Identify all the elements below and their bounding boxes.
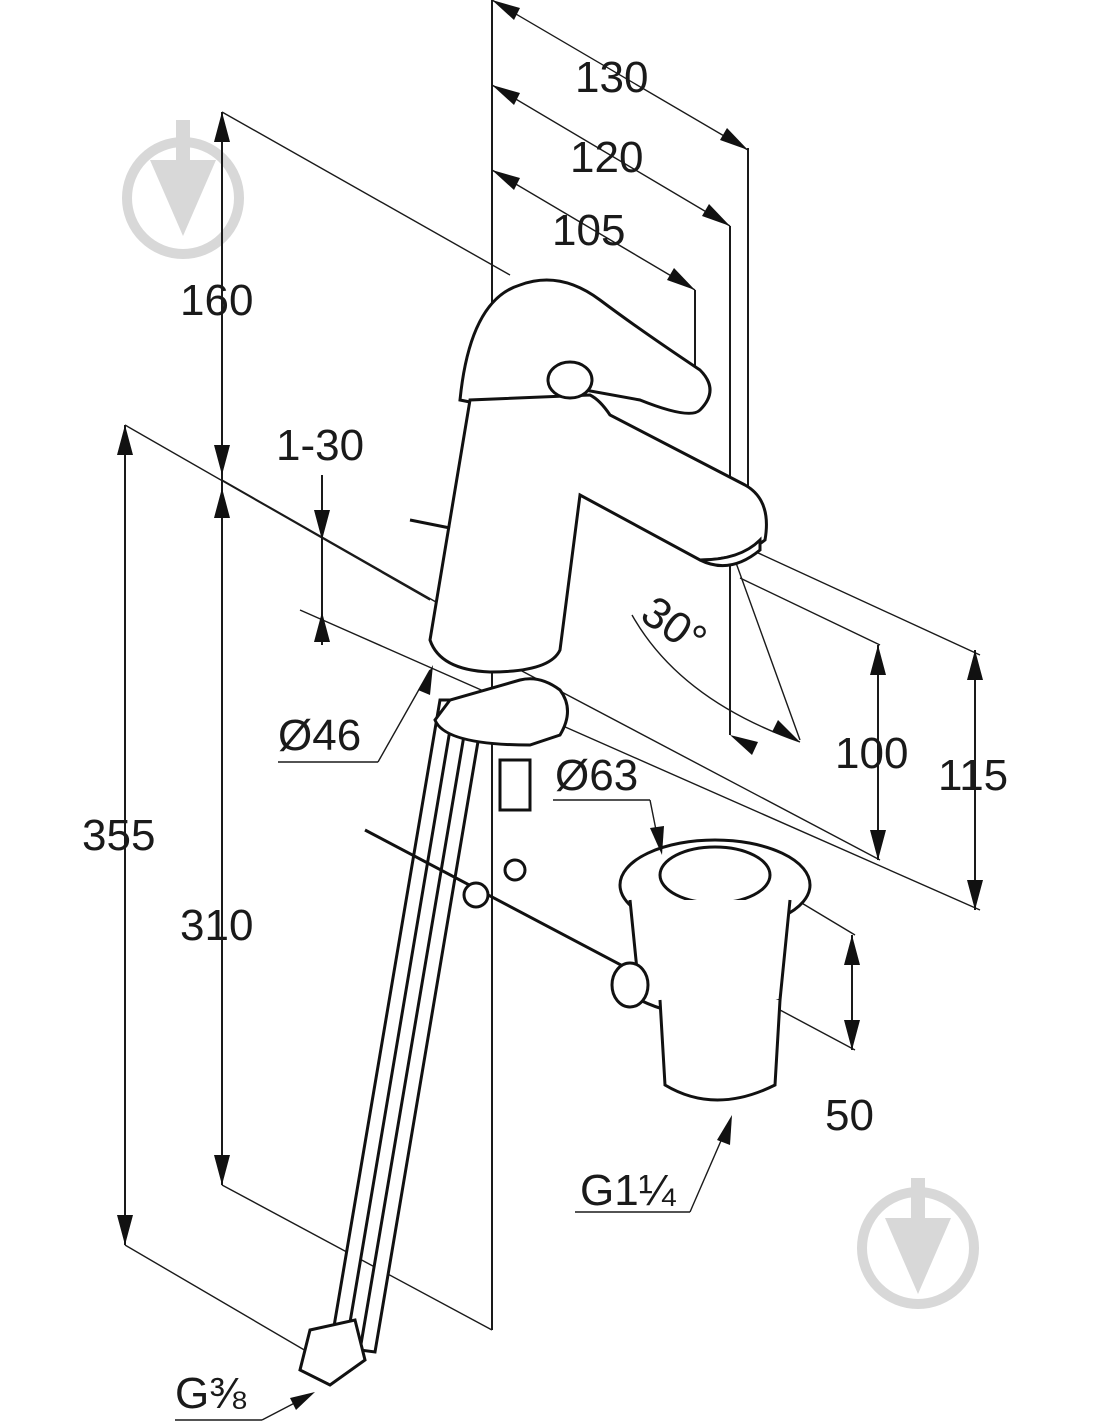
watermark-logo-icon [122,120,244,259]
dim-130: 130 [575,53,648,102]
thread-g1-1-4: G1¼ [580,1166,677,1215]
dim-160: 160 [180,276,253,325]
pop-up-waste [610,838,812,1102]
dim-105: 105 [552,206,625,255]
dim-120: 120 [570,133,643,182]
leader-lines [175,665,732,1421]
dim-50: 50 [825,1091,874,1140]
thread-g3-8: G⅜ [175,1369,246,1418]
dim-30-degrees: 30° [633,587,716,665]
dim-310: 310 [180,901,253,950]
top-dimension-lines [491,0,749,1330]
faucet-body [409,278,768,674]
right-dimension-lines [519,539,983,1051]
dim-diameter-63: Ø63 [555,751,638,800]
dim-115: 115 [938,751,1008,800]
watermark-logo-icon [857,1178,979,1309]
dim-100: 100 [835,729,908,778]
dim-1-30: 1-30 [276,421,364,470]
dim-diameter-46: Ø46 [278,711,361,760]
dim-355: 355 [82,811,155,860]
supply-hoses [298,677,641,1387]
